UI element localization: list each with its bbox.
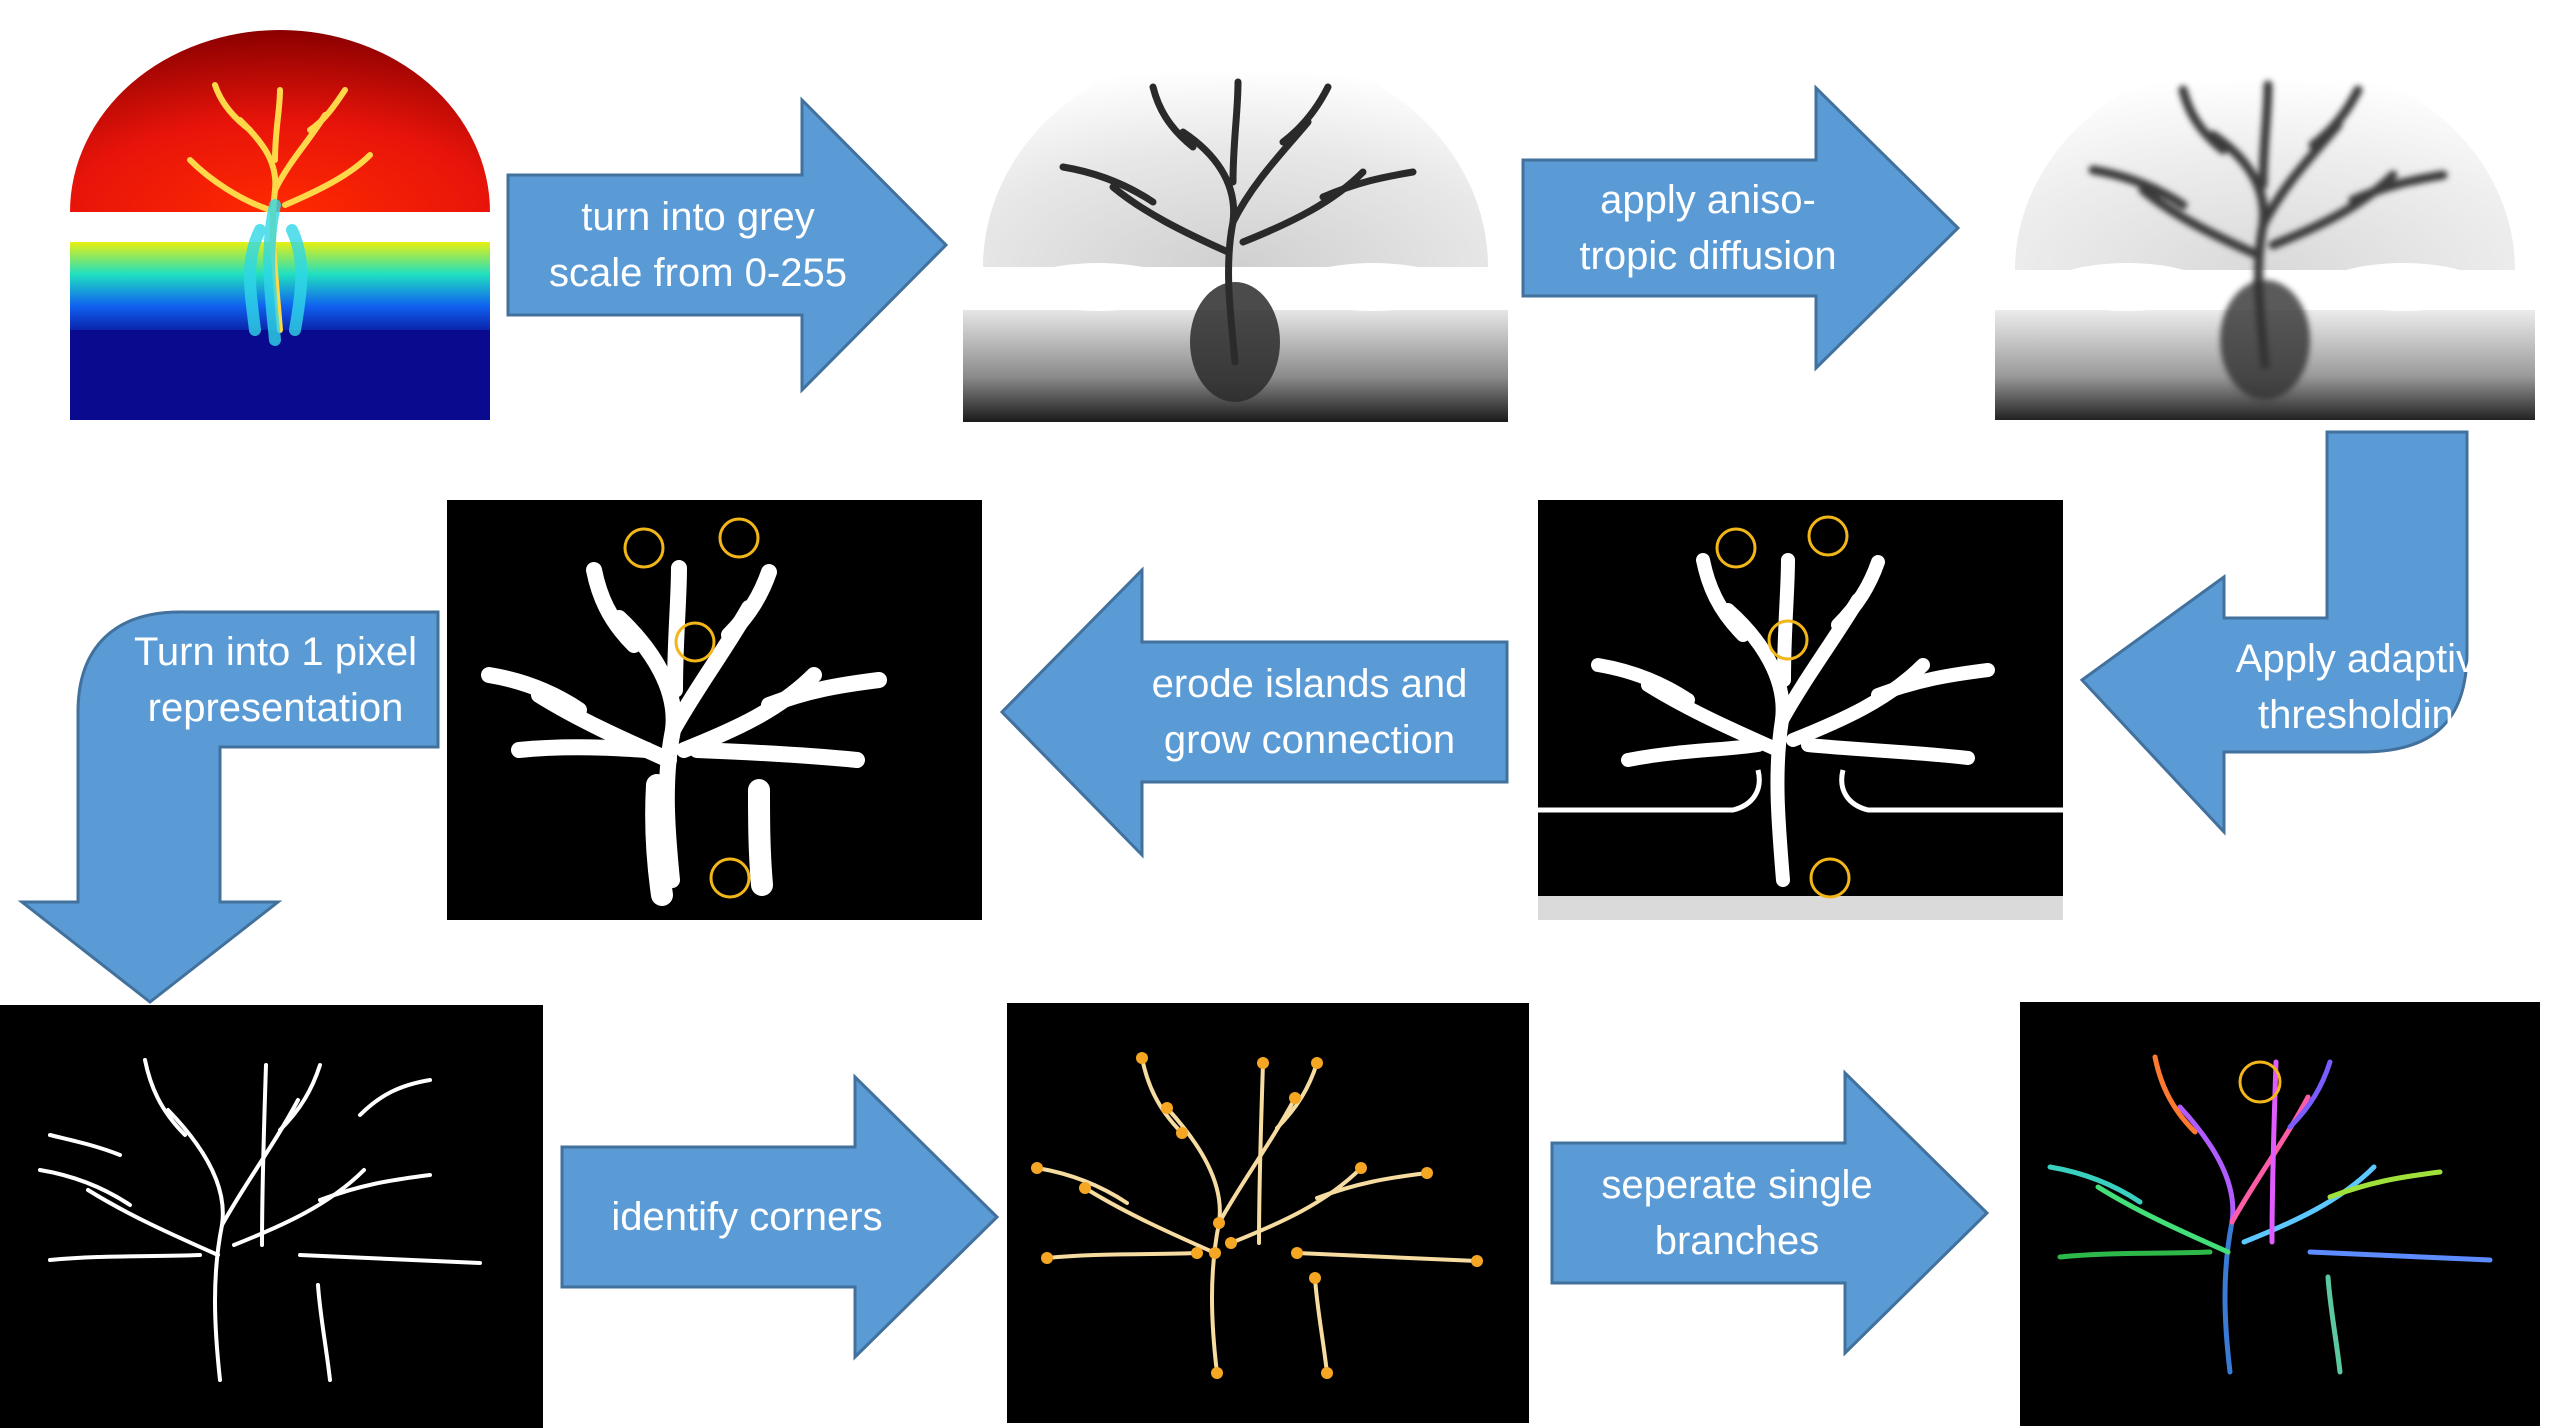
skeleton-image bbox=[38, 1058, 482, 1382]
skeleton-panel bbox=[0, 1005, 543, 1428]
arrow-pixel-line1: Turn into 1 pixel bbox=[133, 629, 418, 674]
arrow-left-icon bbox=[999, 566, 1509, 859]
threshold-markers bbox=[1715, 515, 1851, 899]
eroded-panel bbox=[447, 500, 982, 920]
arrow-erode-line1: erode islands and bbox=[1151, 662, 1468, 706]
arrow-bend-left-icon bbox=[2079, 430, 2469, 836]
arrow-grey-line2: scale from 0-255 bbox=[549, 251, 847, 295]
greyscale-panel bbox=[963, 32, 1508, 422]
branches-panel bbox=[2020, 1002, 2540, 1426]
arrow-branches-line1: seperate single bbox=[1601, 1163, 1873, 1207]
arrow-corners-line1: identify corners bbox=[611, 1195, 883, 1239]
corners-image bbox=[1031, 1052, 1483, 1379]
arrow-corners: identify corners bbox=[560, 1073, 1000, 1361]
erode-markers bbox=[623, 517, 760, 899]
diffused-image bbox=[1995, 35, 2535, 420]
thresholded-image bbox=[1538, 515, 2063, 920]
arrow-erode-line2: grow connection bbox=[1163, 718, 1456, 762]
arrow-grey-line1: turn into grey bbox=[581, 195, 815, 239]
arrow-grey: turn into grey scale from 0-255 bbox=[506, 96, 949, 394]
arrow-diffusion-line2: tropic diffusion bbox=[1579, 234, 1837, 278]
arrow-erode: erode islands and grow connection bbox=[999, 566, 1509, 859]
branch-marker bbox=[2238, 1060, 2282, 1104]
arrow-threshold-line1: Apply adaptive bbox=[2235, 637, 2499, 681]
eroded-image bbox=[481, 517, 887, 906]
arrow-bend-down-icon bbox=[17, 610, 440, 1004]
corner-dots bbox=[1031, 1052, 1483, 1379]
arrow-right-icon bbox=[1550, 1069, 1990, 1357]
greyscale-image bbox=[963, 32, 1508, 422]
arrow-threshold: Apply adaptive thresholding bbox=[2079, 430, 2498, 836]
arrow-threshold-line2: thresholding bbox=[2258, 693, 2476, 737]
thresholded-panel bbox=[1538, 500, 2063, 920]
arrow-right-icon bbox=[1521, 84, 1961, 372]
arrow-branches-line2: branches bbox=[1654, 1219, 1820, 1263]
arrow-branches: seperate single branches bbox=[1550, 1069, 1990, 1357]
simulation-panel bbox=[70, 30, 490, 420]
arrow-diffusion-line1: apply aniso- bbox=[1600, 178, 1816, 222]
arrow-pixel: Turn into 1 pixel representation bbox=[17, 610, 440, 1004]
arrow-pixel-line2: representation bbox=[147, 685, 404, 730]
arrow-right-icon bbox=[560, 1073, 1000, 1361]
corners-panel bbox=[1007, 1003, 1529, 1423]
simulation-image bbox=[70, 30, 490, 420]
arrow-diffusion: apply aniso- tropic diffusion bbox=[1521, 84, 1961, 372]
diffused-panel bbox=[1995, 35, 2535, 420]
arrow-right-icon bbox=[506, 96, 949, 394]
branches-image bbox=[2047, 1054, 2493, 1375]
